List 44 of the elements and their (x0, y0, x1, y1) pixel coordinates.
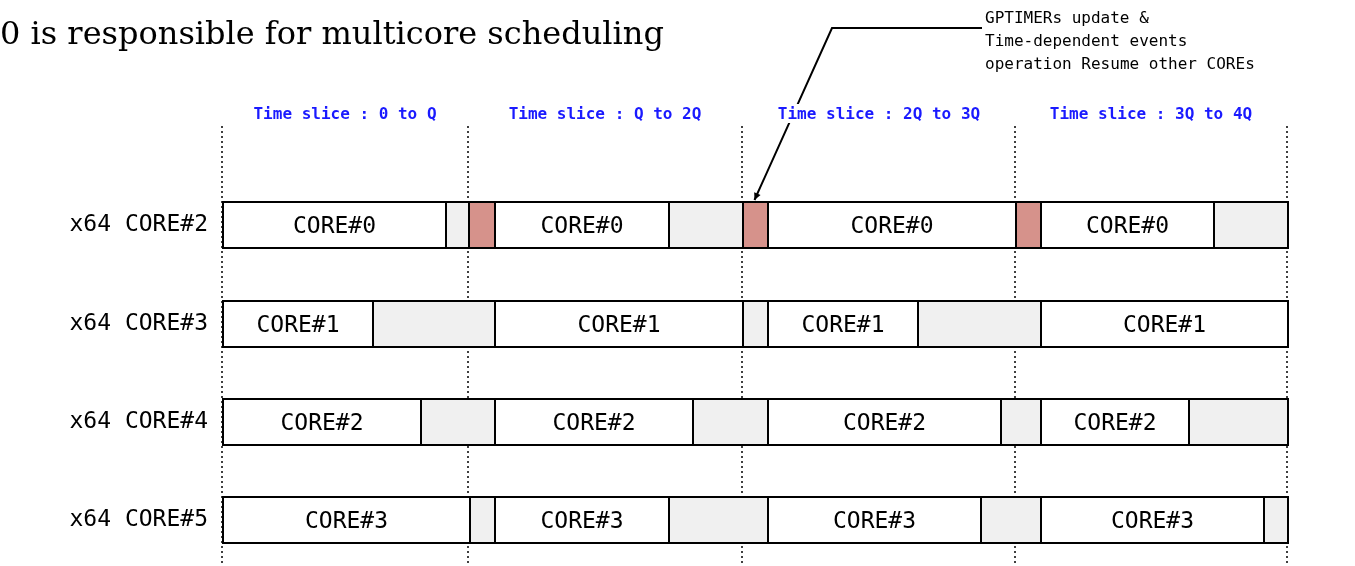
scheduler-segment (468, 201, 496, 249)
task-segment: CORE#2 (494, 398, 694, 446)
idle-segment (469, 496, 496, 544)
task-segment: CORE#2 (222, 398, 422, 446)
scheduler-segment (1015, 201, 1042, 249)
idle-segment (692, 398, 769, 446)
idle-segment (1188, 398, 1289, 446)
time-slice-label: Time slice : 3Q to 4Q (1047, 104, 1255, 123)
row-label: x64 CORE#2 (68, 210, 208, 236)
task-segment: CORE#3 (767, 496, 982, 544)
task-segment: CORE#0 (222, 201, 447, 249)
leader-line (753, 27, 983, 201)
task-segment: CORE#2 (1040, 398, 1190, 446)
time-slice-label: Time slice : 0 to Q (251, 104, 439, 123)
task-segment: CORE#1 (222, 300, 374, 348)
task-segment: CORE#3 (494, 496, 670, 544)
idle-segment (980, 496, 1042, 544)
idle-segment (668, 496, 769, 544)
row-label: x64 CORE#3 (68, 309, 208, 335)
row-label: x64 CORE#5 (68, 505, 208, 531)
row-label: x64 CORE#4 (68, 407, 208, 433)
task-segment: CORE#3 (1040, 496, 1265, 544)
idle-segment (1000, 398, 1042, 446)
task-segment: CORE#0 (767, 201, 1017, 249)
idle-segment (668, 201, 744, 249)
time-slice-label: Time slice : Q to 2Q (506, 104, 704, 123)
task-segment: CORE#1 (767, 300, 919, 348)
idle-segment (1213, 201, 1289, 249)
task-segment: CORE#1 (494, 300, 744, 348)
idle-segment (445, 201, 470, 249)
task-segment: CORE#0 (494, 201, 670, 249)
time-slice-label: Time slice : 2Q to 3Q (775, 104, 983, 123)
idle-segment (917, 300, 1042, 348)
callout-text: GPTIMERs update & Time-dependent events operation Resume other COREs (985, 6, 1284, 75)
idle-segment (1263, 496, 1289, 544)
task-segment: CORE#0 (1040, 201, 1215, 249)
task-segment: CORE#1 (1040, 300, 1289, 348)
idle-segment (420, 398, 496, 446)
heading: 0 is responsible for multicore scheduling (0, 14, 664, 52)
task-segment: CORE#3 (222, 496, 471, 544)
task-segment: CORE#2 (767, 398, 1002, 446)
idle-segment (742, 300, 769, 348)
scheduler-segment (742, 201, 769, 249)
idle-segment (372, 300, 496, 348)
